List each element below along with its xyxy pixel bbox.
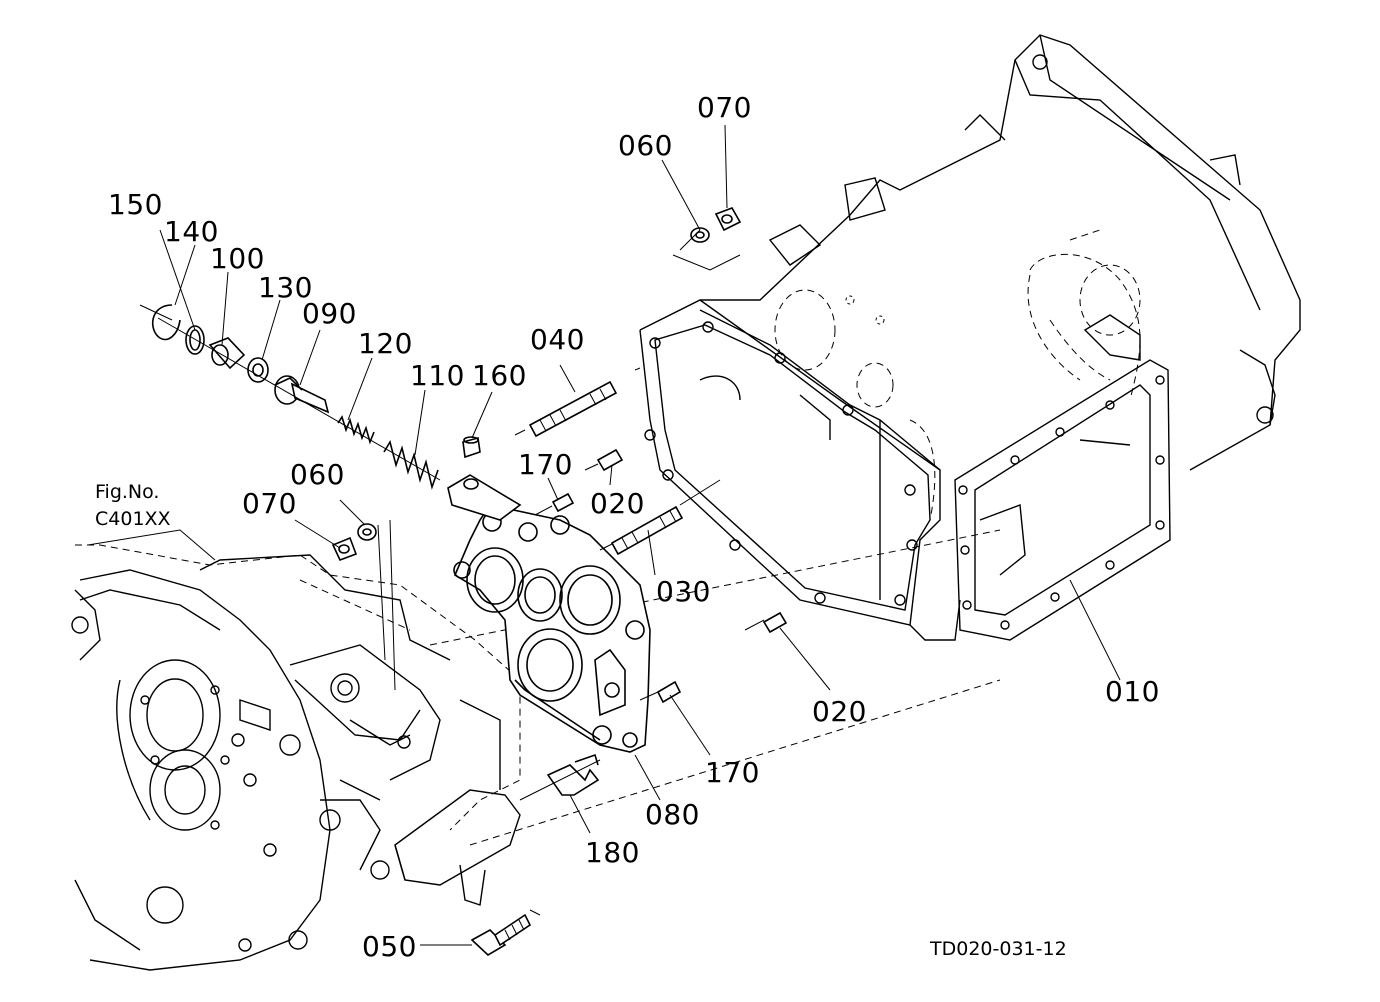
part-label-030: 030 (656, 575, 711, 608)
figure-ref-line2: C401XX (95, 508, 171, 530)
plug-160 (462, 436, 481, 459)
bolt-050 (470, 913, 532, 956)
part-label-020-upper: 020 (590, 487, 645, 520)
plug-100 (208, 337, 246, 370)
washer-130 (247, 357, 269, 383)
spring-120 (337, 415, 375, 445)
o-ring-140 (185, 325, 205, 355)
part-label-050: 050 (362, 930, 417, 963)
pin-170-lower (656, 680, 682, 704)
stud-030 (610, 505, 684, 556)
leader-lines (87, 124, 1121, 946)
pin-170-upper (551, 492, 575, 513)
part-label-110: 110 (410, 359, 465, 392)
stud-040 (528, 380, 618, 438)
spring-110 (383, 439, 439, 490)
part-label-080: 080 (645, 798, 700, 831)
part-label-100: 100 (210, 242, 265, 275)
part-label-020-lower: 020 (812, 695, 867, 728)
part-label-040: 040 (530, 323, 585, 356)
transmission-case-010 (639, 34, 1301, 641)
front-housing-reference (71, 529, 1001, 971)
part-label-070-upper: 070 (697, 91, 752, 124)
nut-070-upper (714, 207, 742, 232)
part-label-070-lower: 070 (242, 487, 297, 520)
washer-060-lower (357, 523, 377, 541)
cover-plate-080 (447, 474, 651, 753)
circlip-150 (151, 304, 181, 341)
nut-070-lower (331, 536, 358, 562)
part-label-120: 120 (358, 327, 413, 360)
part-label-180: 180 (585, 836, 640, 869)
pin-020-upper (596, 448, 624, 472)
part-label-140: 140 (164, 215, 219, 248)
part-label-130: 130 (258, 271, 313, 304)
part-label-060-upper: 060 (618, 129, 673, 162)
pin-020-lower (762, 611, 788, 634)
figure-ref-line1: Fig.No. (95, 481, 160, 503)
part-label-150: 150 (108, 188, 163, 221)
part-label-010: 010 (1105, 675, 1160, 708)
part-label-090: 090 (302, 297, 357, 330)
part-label-170-lower: 170 (705, 756, 760, 789)
valve-090 (274, 375, 330, 414)
plug-180 (546, 753, 600, 796)
part-label-170-upper: 170 (518, 448, 573, 481)
part-label-060-lower: 060 (290, 458, 345, 491)
drawing-id: TD020-031-12 (930, 938, 1067, 960)
washer-060-upper (690, 227, 710, 243)
part-label-160: 160 (472, 359, 527, 392)
